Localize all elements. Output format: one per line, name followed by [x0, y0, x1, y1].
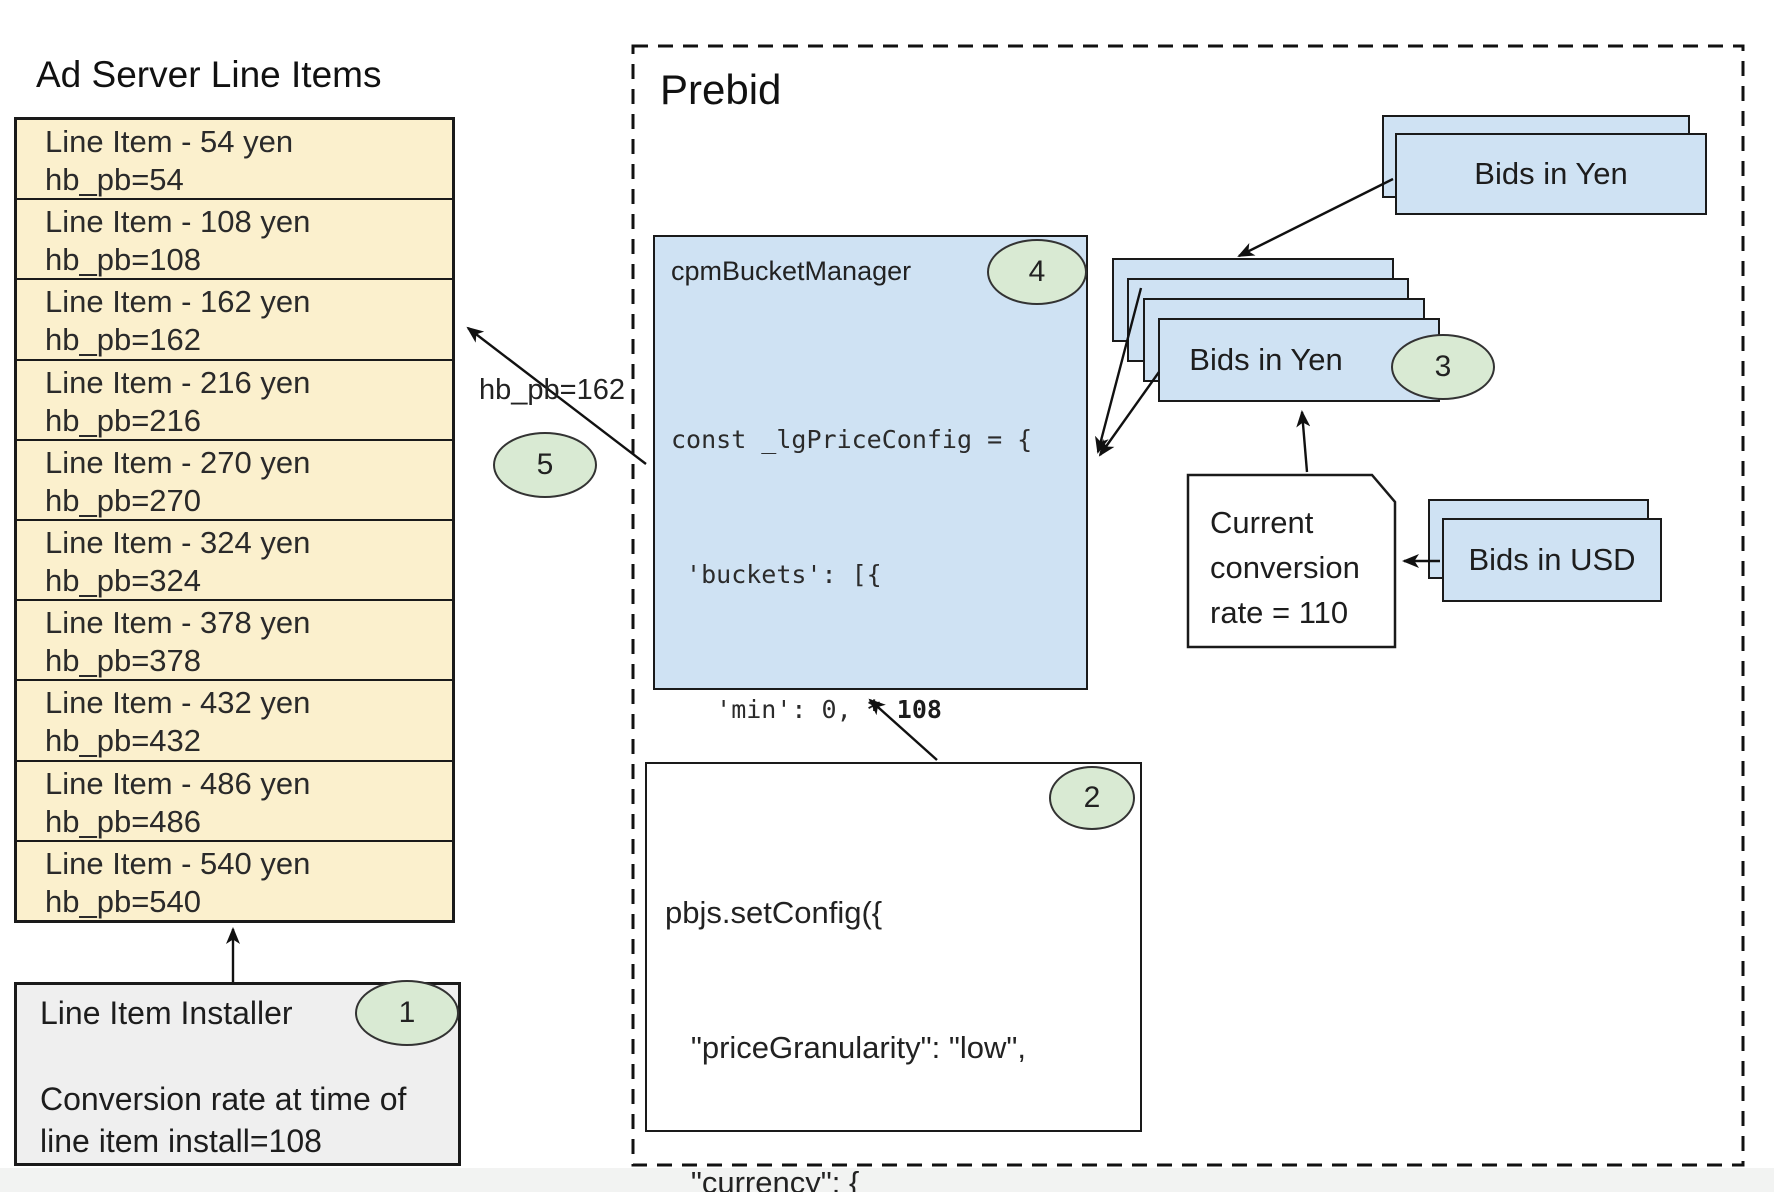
line-item-label: Line Item - 324 yen	[45, 525, 311, 561]
ad-server-title: Ad Server Line Items	[36, 54, 382, 95]
cpm-bucket-manager-label: cpmBucketManager	[671, 256, 912, 286]
line-item-hbpb: hb_pb=216	[45, 402, 202, 438]
line-item-label: Line Item - 162 yen	[45, 284, 311, 320]
line-item-hbpb: hb_pb=162	[45, 322, 202, 358]
line-item-label: Line Item - 486 yen	[45, 765, 311, 801]
arrow-note-to-yen-stack	[1296, 410, 1311, 473]
line-item-hbpb: hb_pb=324	[45, 563, 202, 599]
code-line: "priceGranularity": "low",	[665, 1030, 1027, 1065]
line-item-label: Line Item - 216 yen	[45, 364, 311, 400]
line-item-label: Line Item - 540 yen	[45, 845, 311, 881]
line-item-hbpb: hb_pb=108	[45, 242, 202, 278]
step-badge-2: 2	[1049, 766, 1135, 830]
code-line: const _lgPriceConfig = {	[671, 425, 1033, 454]
conversion-note-line1: Current	[1210, 505, 1314, 540]
step-badge-1: 1	[355, 980, 459, 1046]
bids-in-usd-card: Bids in USD	[1442, 518, 1662, 602]
conversion-note-line3: rate = 110	[1210, 595, 1349, 630]
step-badge-4: 4	[987, 239, 1087, 305]
bids-in-yen-card: Bids in Yen	[1395, 133, 1707, 215]
line-item-hbpb: hb_pb=432	[45, 723, 202, 759]
installer-note: Conversion rate at time of line item ins…	[40, 1078, 406, 1162]
code-line: 'buckets': [{	[671, 560, 882, 589]
step-badge-5: 5	[493, 432, 597, 498]
cpm-bucket-manager-box	[653, 235, 1088, 690]
conversion-note-line2: conversion	[1210, 550, 1360, 585]
installer-note-line2: line item install=108	[40, 1123, 322, 1159]
line-item-label: Line Item - 54 yen	[45, 124, 294, 159]
installer-note-line1: Conversion rate at time of	[40, 1081, 407, 1117]
page-bottom-band	[0, 1168, 1774, 1192]
line-item-label: Line Item - 108 yen	[45, 204, 311, 240]
line-item-label: Line Item - 270 yen	[45, 444, 311, 480]
code-line: pbjs.setConfig({	[665, 895, 883, 930]
code-line: 'min': 0, * 108	[671, 695, 942, 724]
line-item-hbpb: hb_pb=54	[45, 162, 184, 197]
code-line: "currency": {	[665, 1165, 860, 1192]
pbjs-setconfig-box	[645, 762, 1142, 1132]
installer-title: Line Item Installer	[40, 995, 293, 1031]
pbjs-setconfig-code: pbjs.setConfig({ "priceGranularity": "lo…	[665, 800, 1095, 1192]
line-item-hbpb: hb_pb=540	[45, 883, 202, 919]
prebid-title: Prebid	[660, 66, 782, 113]
hb-pb-arrow-label: hb_pb=162	[479, 374, 625, 406]
arrow-yen-card-to-stack	[1237, 177, 1394, 258]
line-item-label: Line Item - 432 yen	[45, 685, 311, 721]
step-badge-3: 3	[1391, 334, 1495, 400]
arrow-yen-stack-to-cpm-2	[1098, 371, 1160, 457]
line-item-hbpb: hb_pb=270	[45, 482, 202, 518]
conversion-note-text: Current conversion rate = 110	[1210, 500, 1360, 635]
line-item-hbpb: hb_pb=378	[45, 643, 202, 679]
line-item-label: Line Item - 378 yen	[45, 605, 311, 641]
line-item-hbpb: hb_pb=486	[45, 803, 202, 839]
